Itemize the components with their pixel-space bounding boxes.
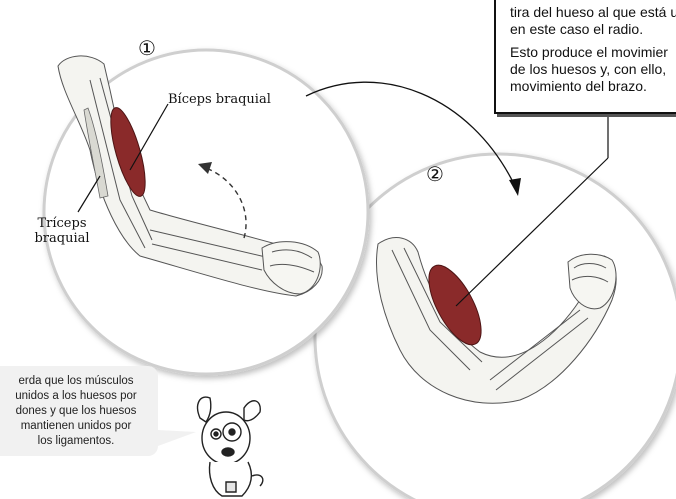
triceps-label-line-1: Tríceps bbox=[34, 216, 90, 231]
callout-line-5: movimiento del brazo. bbox=[510, 78, 647, 94]
callout-para-1: tira del hueso al que está u en este cas… bbox=[510, 4, 676, 38]
callout-line-2: en este caso el radio. bbox=[510, 21, 643, 37]
triceps-label-line-2: braquial bbox=[34, 231, 90, 246]
tip-line-2: unidos a los huesos por bbox=[0, 389, 152, 404]
explanation-callout: tira del hueso al que está u en este cas… bbox=[494, 0, 676, 114]
tip-bubble-pointer bbox=[158, 430, 196, 446]
callout-line-1: tira del hueso al que está u bbox=[510, 4, 676, 20]
triceps-label: Tríceps braquial bbox=[34, 216, 90, 246]
panel-1-number: ① bbox=[138, 36, 156, 60]
tip-line-1: erda que los músculos bbox=[0, 374, 152, 389]
callout-line-4: de los huesos y, con ello, bbox=[510, 61, 666, 77]
tip-bubble: erda que los músculos unidos a los hueso… bbox=[0, 366, 158, 456]
dog-mascot bbox=[198, 397, 263, 496]
callout-line-3: Esto produce el movimier bbox=[510, 44, 668, 60]
tip-line-3: dones y que los huesos bbox=[0, 404, 152, 419]
tip-line-5: los ligamentos. bbox=[0, 434, 152, 449]
callout-para-2: Esto produce el movimier de los huesos y… bbox=[510, 44, 676, 95]
biceps-label: Bíceps braquial bbox=[168, 92, 271, 107]
panel-2-number: ② bbox=[426, 162, 444, 186]
tip-line-4: mantienen unidos por bbox=[0, 419, 152, 434]
